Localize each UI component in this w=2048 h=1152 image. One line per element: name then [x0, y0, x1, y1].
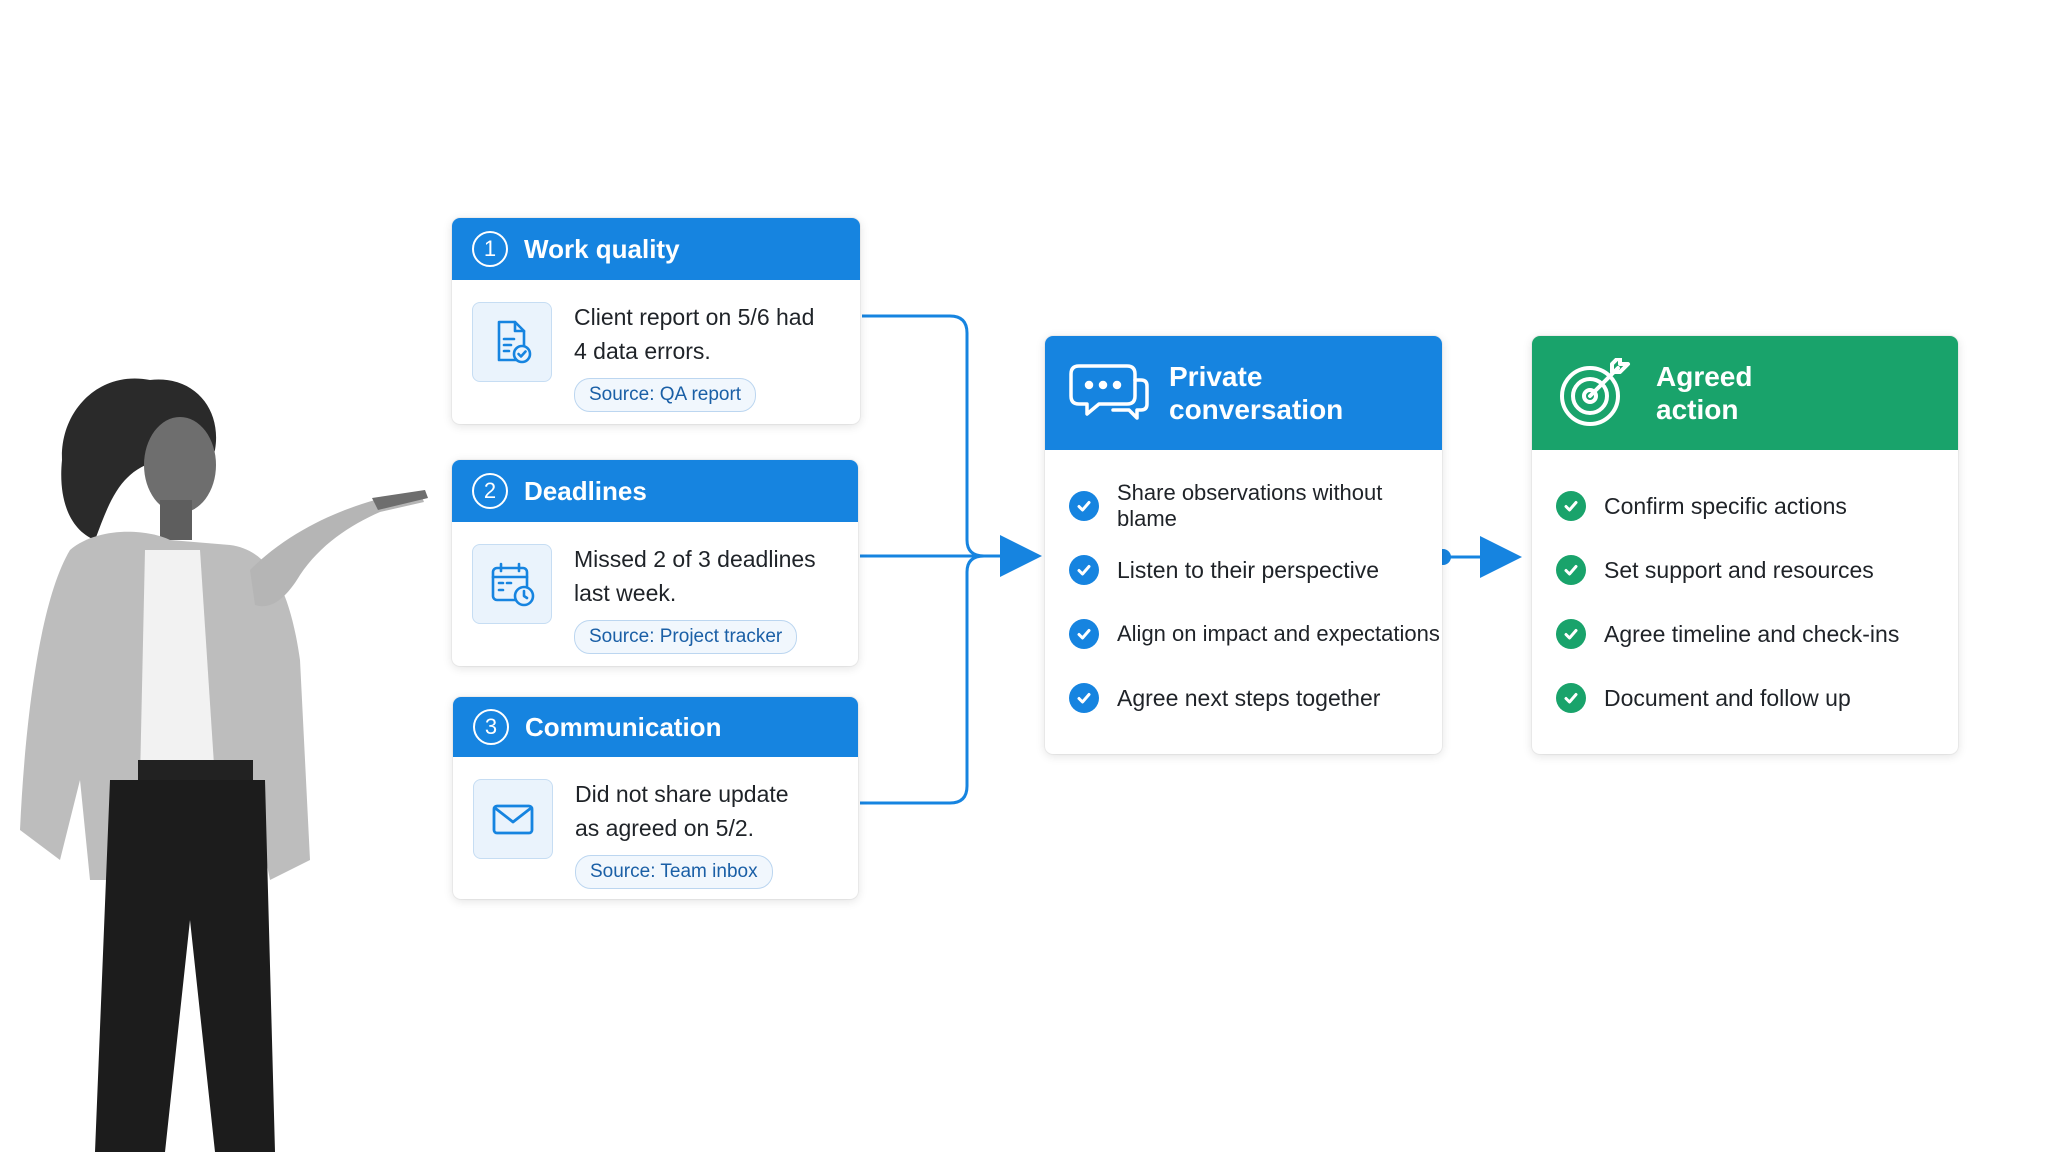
- step-label: Align on impact and expectations: [1117, 621, 1440, 646]
- step-label: Listen to their perspective: [1117, 556, 1380, 583]
- private-conversation-header: Private conversation: [1045, 336, 1442, 450]
- list-item: Set support and resources: [1556, 538, 1958, 602]
- action-steps-list: Confirm specific actions Set support and…: [1532, 450, 1958, 730]
- check-icon: [1069, 491, 1099, 521]
- check-icon: [1069, 683, 1099, 713]
- step-label: Agree timeline and check-ins: [1604, 620, 1900, 647]
- check-icon: [1556, 555, 1586, 585]
- issue-title: Work quality: [524, 233, 680, 264]
- step-label: Document and follow up: [1604, 684, 1851, 711]
- chat-bubbles-icon: [1069, 364, 1149, 420]
- private-conversation-title-line-1: Private: [1169, 361, 1263, 392]
- step-label: Confirm specific actions: [1604, 492, 1847, 519]
- step-label: Agree next steps together: [1117, 684, 1381, 711]
- issue-card-deadlines: 2 Deadlines Missed 2 of 3 deadlines last…: [452, 460, 858, 666]
- list-item: Document and follow up: [1556, 666, 1958, 730]
- source-pill: Source: QA report: [574, 378, 757, 412]
- issue-text-line-2: last week.: [574, 580, 677, 606]
- check-icon: [1069, 619, 1099, 649]
- issue-card-header: 1 Work quality: [452, 218, 860, 280]
- agreed-action-card: Agreed action Confirm specific actions S…: [1532, 336, 1958, 754]
- issue-text-line-2: as agreed on 5/2.: [575, 815, 755, 841]
- list-item: Share observations without blame: [1069, 474, 1442, 538]
- private-conversation-card: Private conversation Share observations …: [1045, 336, 1442, 754]
- source-pill: Source: Team inbox: [575, 855, 773, 889]
- agreed-action-title-line-2: action: [1656, 394, 1739, 425]
- issue-text-line-1: Client report on 5/6 had: [574, 304, 815, 330]
- issue-text-line-2: 4 data errors.: [574, 338, 711, 364]
- issue-card-work-quality: 1 Work quality Client report on 5/6 had …: [452, 218, 860, 424]
- issue-text-line-1: Missed 2 of 3 deadlines: [574, 546, 816, 572]
- check-icon: [1556, 683, 1586, 713]
- list-item: Align on impact and expectations: [1069, 602, 1442, 666]
- list-item: Agree next steps together: [1069, 666, 1442, 730]
- issue-number-badge: 1: [472, 231, 508, 267]
- issue-title: Communication: [525, 711, 722, 742]
- issue-card-header: 3 Communication: [453, 697, 858, 757]
- issue-card-header: 2 Deadlines: [452, 460, 858, 522]
- check-icon: [1556, 491, 1586, 521]
- check-icon: [1556, 619, 1586, 649]
- calendar-clock-icon: [472, 544, 552, 624]
- step-label: Set support and resources: [1604, 556, 1874, 583]
- check-icon: [1069, 555, 1099, 585]
- issue-title: Deadlines: [524, 475, 647, 506]
- issue-number-badge: 2: [472, 473, 508, 509]
- step-label: Share observations without blame: [1117, 480, 1383, 531]
- document-check-icon: [472, 302, 552, 382]
- list-item: Listen to their perspective: [1069, 538, 1442, 602]
- presenter-illustration: [20, 378, 428, 1152]
- agreed-action-header: Agreed action: [1532, 336, 1958, 450]
- conversation-steps-list: Share observations without blame Listen …: [1045, 450, 1442, 730]
- list-item: Agree timeline and check-ins: [1556, 602, 1958, 666]
- issue-text-line-1: Did not share update: [575, 781, 789, 807]
- agreed-action-title-line-1: Agreed: [1656, 361, 1753, 392]
- issue-card-communication: 3 Communication Did not share update as …: [453, 697, 858, 899]
- envelope-icon: [473, 779, 553, 859]
- target-icon: [1560, 358, 1630, 426]
- source-pill: Source: Project tracker: [574, 620, 798, 654]
- list-item: Confirm specific actions: [1556, 474, 1958, 538]
- private-conversation-title-line-2: conversation: [1169, 394, 1344, 425]
- issue-number-badge: 3: [473, 709, 509, 745]
